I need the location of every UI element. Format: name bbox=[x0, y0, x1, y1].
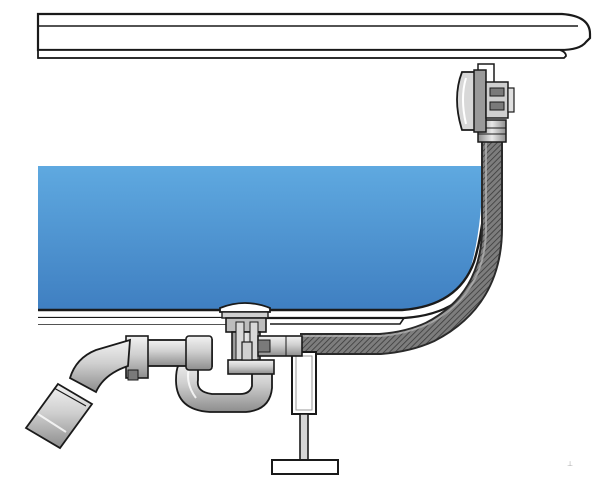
overflow-cover bbox=[456, 63, 515, 133]
water bbox=[38, 166, 483, 310]
corner-mark: ⊥ bbox=[567, 460, 574, 468]
drain-plug bbox=[219, 302, 271, 319]
tub-rim bbox=[36, 12, 592, 59]
outlet-pipe bbox=[24, 382, 94, 450]
support-leg bbox=[271, 351, 339, 475]
trap bbox=[175, 341, 275, 413]
outlet-elbow bbox=[68, 335, 213, 394]
